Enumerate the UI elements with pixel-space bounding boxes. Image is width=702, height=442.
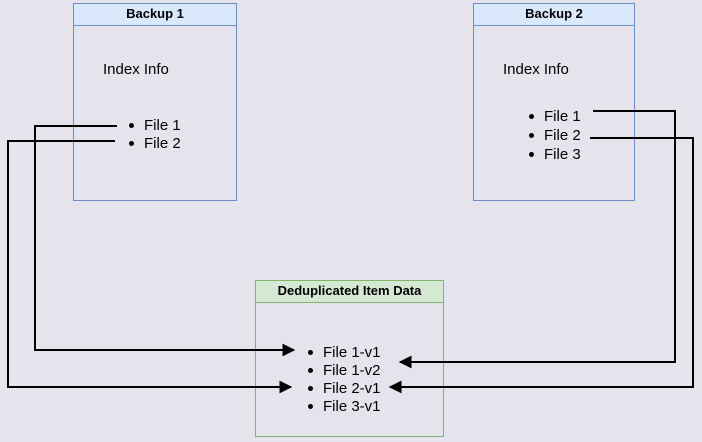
bullet-icon bbox=[129, 122, 134, 128]
bullet-icon bbox=[308, 367, 313, 373]
list-item: File 2 bbox=[529, 126, 581, 145]
dedup-file1v1-label: File 1-v1 bbox=[323, 343, 381, 361]
backup2-title: Backup 2 bbox=[474, 4, 634, 26]
bullet-icon bbox=[529, 152, 534, 157]
backup1-box: Backup 1 Index Info File 1 File 2 bbox=[73, 3, 237, 201]
dedup-file2v1-label: File 2-v1 bbox=[323, 379, 381, 397]
bullet-icon bbox=[529, 133, 534, 138]
list-item: File 1 bbox=[129, 116, 181, 134]
backup2-file3-label: File 3 bbox=[544, 146, 581, 163]
backup2-file1-label: File 1 bbox=[544, 108, 581, 125]
backup2-box: Backup 2 Index Info File 1 File 2 File 3 bbox=[473, 3, 635, 201]
bullet-icon bbox=[308, 403, 313, 409]
bullet-icon bbox=[529, 114, 534, 119]
backup2-file2-label: File 2 bbox=[544, 127, 581, 144]
backup2-file-list: File 1 File 2 File 3 bbox=[529, 107, 581, 164]
backup1-file2-label: File 2 bbox=[144, 134, 181, 152]
dedup-title: Deduplicated Item Data bbox=[256, 281, 443, 303]
list-item: File 1 bbox=[529, 107, 581, 126]
list-item: File 2-v1 bbox=[308, 379, 381, 397]
list-item: File 1-v1 bbox=[308, 343, 381, 361]
backup1-file-list: File 1 File 2 bbox=[129, 116, 181, 152]
list-item: File 2 bbox=[129, 134, 181, 152]
dedup-file3v1-label: File 3-v1 bbox=[323, 397, 381, 415]
bullet-icon bbox=[308, 349, 313, 355]
list-item: File 3 bbox=[529, 145, 581, 164]
backup1-subtitle: Index Info bbox=[103, 61, 169, 78]
list-item: File 1-v2 bbox=[308, 361, 381, 379]
backup1-file1-label: File 1 bbox=[144, 116, 181, 134]
list-item: File 3-v1 bbox=[308, 397, 381, 415]
bullet-icon bbox=[308, 385, 313, 391]
dedup-file-list: File 1-v1 File 1-v2 File 2-v1 File 3-v1 bbox=[308, 343, 381, 415]
bullet-icon bbox=[129, 140, 134, 146]
dedup-box: Deduplicated Item Data File 1-v1 File 1-… bbox=[255, 280, 444, 437]
backup1-title: Backup 1 bbox=[74, 4, 236, 26]
backup2-subtitle: Index Info bbox=[503, 61, 569, 78]
dedup-file1v2-label: File 1-v2 bbox=[323, 361, 381, 379]
